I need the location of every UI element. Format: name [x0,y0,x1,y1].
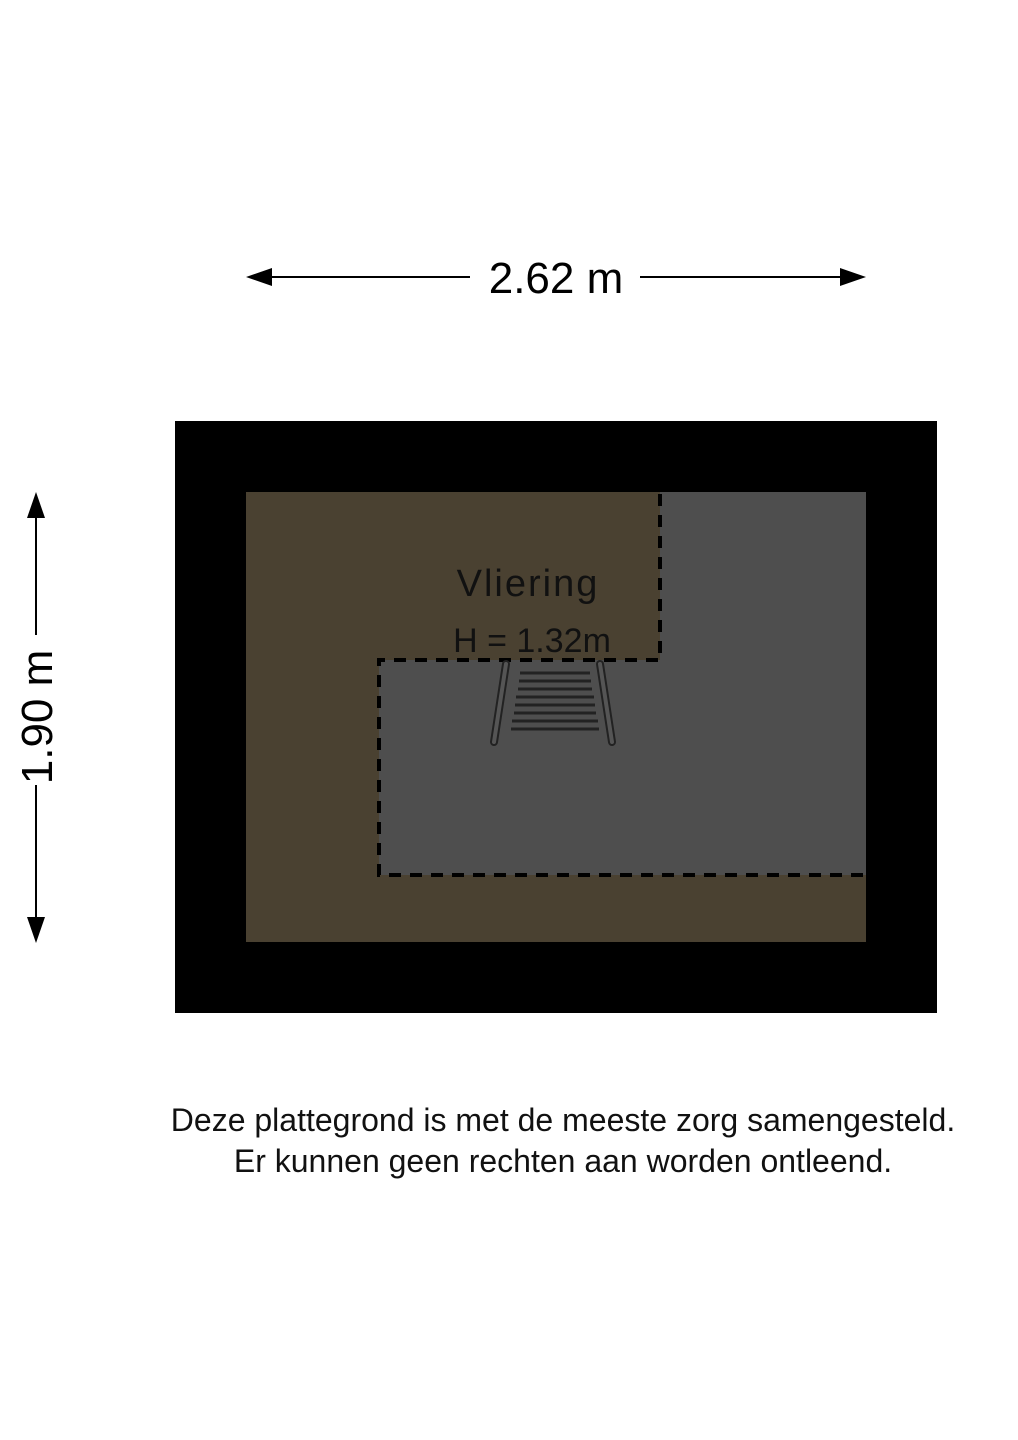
width-dimension: 2.62 m [246,254,866,303]
room-name: Vliering [457,563,600,605]
ceiling-height-boundary [377,494,866,877]
height-label: 1.90 m [13,650,62,785]
arrow-down-icon [27,917,45,943]
full-height-floor [379,492,866,875]
ladder-icon [490,660,616,746]
height-dimension: 1.90 m [13,492,62,943]
room-height: H = 1.32m [453,622,611,660]
disclaimer-line-1: Deze plattegrond is met de meeste zorg s… [170,1102,956,1138]
arrow-up-icon [27,492,45,518]
width-label: 2.62 m [489,254,624,303]
arrow-left-icon [246,268,272,286]
disclaimer-line-2: Er kunnen geen rechten aan worden ontlee… [233,1143,893,1179]
arrow-right-icon [840,268,866,286]
